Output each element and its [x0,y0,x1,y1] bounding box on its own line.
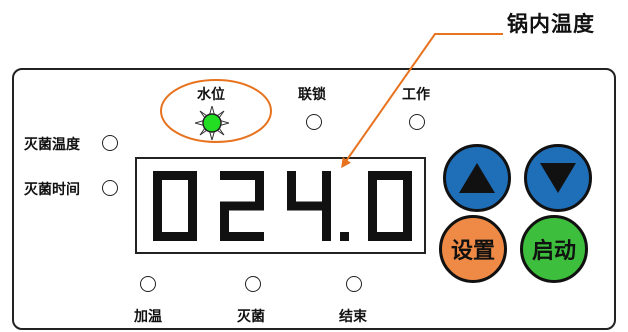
segment-f [153,171,162,206]
water-level-led [193,104,231,142]
display-digit-1 [220,171,264,241]
sterilizing-label: 灭菌 [237,309,265,325]
heating-led [140,276,156,292]
sterilize-temperature-label: 灭菌温度 [24,137,80,153]
control-panel: 水位 联锁 工作 灭菌温度 灭菌时间 [12,68,616,330]
temperature-display [135,157,426,254]
start-button[interactable]: 启动 [520,215,588,283]
pot-temperature-callout-label: 锅内温度 [507,12,595,36]
segment-g [220,201,264,211]
interlock-led [306,114,322,130]
segment-c [322,206,331,241]
segment-c [403,206,412,241]
segment-d [220,232,264,241]
display-digit-2 [287,171,331,241]
segment-d [153,232,197,241]
up-button[interactable] [443,144,511,212]
segment-d [368,232,412,241]
display-digit-0 [153,171,197,241]
up-triangle-icon [459,163,495,193]
water-level-label: 水位 [197,87,225,103]
settings-button-label: 设置 [450,239,495,264]
segment-e [368,206,377,241]
segment-g [287,201,331,211]
decimal-point [340,232,349,241]
display-digit-3 [368,171,412,241]
segment-a [368,171,412,180]
interlock-label: 联锁 [298,87,326,103]
segment-b [188,171,197,206]
segment-b [403,171,412,206]
sterilize-time-label: 灭菌时间 [24,182,80,198]
segment-e [220,206,229,241]
start-button-label: 启动 [531,239,576,264]
working-led [409,114,425,130]
segment-f [368,171,377,206]
segment-c [188,206,197,241]
finished-label: 结束 [339,309,367,325]
segment-f [287,171,296,206]
heating-label: 加温 [134,309,162,325]
segment-a [220,171,264,180]
down-button[interactable] [524,144,592,212]
finished-led [346,276,362,292]
sterilize-time-led [102,180,118,196]
down-triangle-icon [540,163,576,193]
segment-b [322,171,331,206]
segment-e [153,206,162,241]
sterilizing-led [245,276,261,292]
settings-button[interactable]: 设置 [439,215,507,283]
segment-a [153,171,197,180]
display-digits [153,171,412,241]
segment-b [255,171,264,206]
working-label: 工作 [402,87,430,103]
sterilize-temperature-led [102,135,118,151]
